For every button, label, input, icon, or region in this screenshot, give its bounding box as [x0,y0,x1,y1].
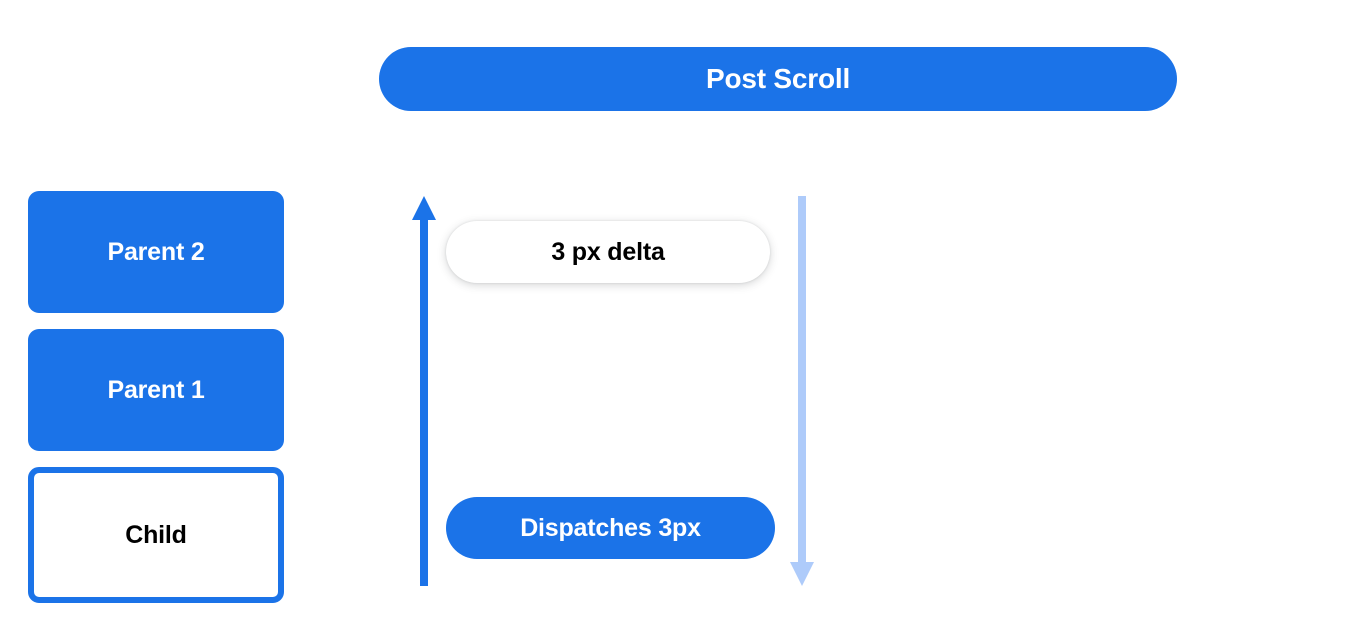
delta-pill-label: 3 px delta [551,237,665,266]
node-stack: Parent 2 Parent 1 Child [28,191,284,603]
node-box-parent-1: Parent 1 [28,329,284,451]
scroll-down-arrow-icon [790,196,814,586]
post-scroll-header: Post Scroll [379,47,1177,111]
scroll-up-arrow-icon [412,196,436,586]
dispatch-pill-label: Dispatches 3px [520,513,701,542]
node-box-parent-2: Parent 2 [28,191,284,313]
post-scroll-header-label: Post Scroll [705,63,851,94]
node-box-parent-1-label: Parent 1 [107,375,205,404]
node-box-child: Child [28,467,284,603]
delta-pill: 3 px delta [446,221,770,283]
node-box-parent-2-label: Parent 2 [107,237,205,266]
node-box-child-label: Child [125,520,187,549]
dispatch-pill: Dispatches 3px [446,497,775,559]
